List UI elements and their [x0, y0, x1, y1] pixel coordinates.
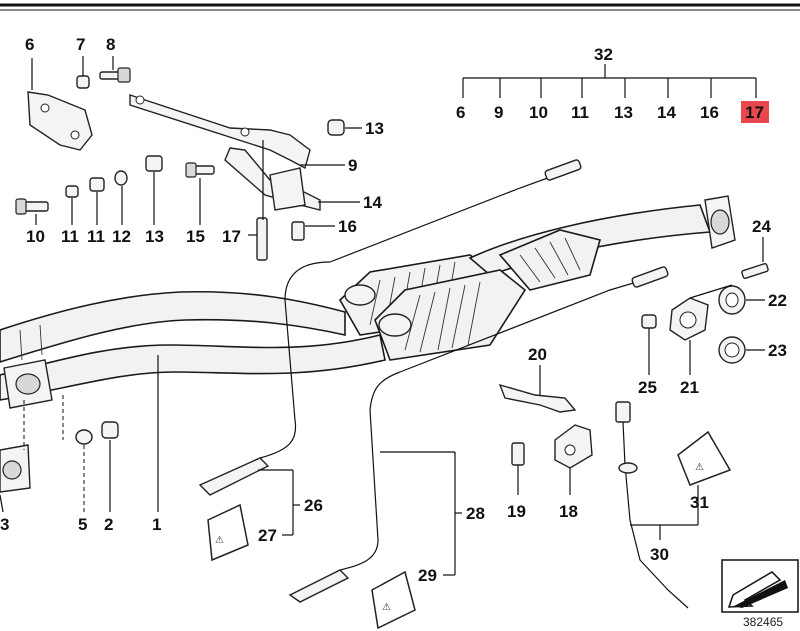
bolt-19[interactable] — [511, 442, 525, 466]
callout-30: 30 — [650, 545, 669, 564]
callout-11b: 11 — [87, 227, 105, 246]
callout-2: 2 — [104, 515, 113, 534]
oxygen-sensor-26[interactable] — [198, 159, 582, 496]
callout-15: 15 — [186, 227, 205, 246]
kit-item-16: 16 — [700, 103, 719, 122]
rear-flange[interactable] — [704, 195, 736, 249]
warning-label-31: ⚠ — [677, 430, 732, 486]
callout-19: 19 — [507, 502, 526, 521]
nut-11b[interactable] — [89, 177, 105, 192]
callout-11a: 11 — [61, 227, 79, 246]
callout-20: 20 — [528, 345, 547, 364]
callout-31: 31 — [690, 493, 709, 512]
kit-item-17: 17 — [745, 103, 764, 122]
nut-2[interactable] — [101, 421, 119, 439]
svg-text:⚠: ⚠ — [695, 462, 704, 473]
callout-22: 22 — [768, 291, 787, 310]
callout-13-left: 13 — [145, 227, 164, 246]
bolt-15[interactable] — [185, 162, 215, 178]
kit-item-6: 6 — [456, 103, 465, 122]
holder-20[interactable] — [498, 383, 577, 413]
bolt-17[interactable] — [256, 217, 268, 261]
bolt-8[interactable] — [99, 67, 131, 83]
callout-24: 24 — [752, 217, 771, 236]
callout-26: 26 — [304, 496, 323, 515]
callout-29: 29 — [418, 566, 437, 585]
callout-6: 6 — [25, 35, 34, 54]
callout-32: 32 — [594, 45, 613, 64]
callout-23: 23 — [768, 341, 787, 360]
callout-21: 21 — [680, 378, 699, 397]
gasket-21[interactable] — [669, 297, 709, 341]
bolt-16[interactable] — [291, 221, 305, 241]
catalog-number: 382465 — [743, 615, 783, 629]
nut-13-left[interactable] — [145, 155, 163, 172]
kit-item-9: 9 — [494, 103, 503, 122]
callout-17: 17 — [222, 227, 241, 246]
bolt-24[interactable] — [741, 262, 769, 280]
catalytic-converter-lower[interactable] — [374, 229, 601, 361]
callout-13-top: 13 — [365, 119, 384, 138]
svg-text:⚠: ⚠ — [382, 602, 391, 613]
mounting-plate[interactable] — [27, 91, 93, 151]
callout-16: 16 — [338, 217, 357, 236]
callout-1: 1 — [152, 515, 161, 534]
callout-3: 3 — [0, 515, 9, 534]
support-bracket[interactable] — [129, 94, 321, 211]
callout-28: 28 — [466, 504, 485, 523]
leader-lines — [0, 56, 765, 576]
svg-text:⚠: ⚠ — [215, 535, 224, 546]
temperature-sensor-30[interactable] — [615, 401, 689, 609]
rubber-mount-18[interactable] — [554, 424, 593, 469]
front-pipe-assembly[interactable] — [0, 290, 386, 493]
warning-label-29: ⚠ — [371, 570, 416, 630]
kit-item-13: 13 — [614, 103, 633, 122]
kit-item-10: 10 — [529, 103, 548, 122]
callout-8: 8 — [106, 35, 115, 54]
washer-12[interactable] — [114, 170, 128, 186]
kit-item-14: 14 — [657, 103, 676, 122]
nut-13-top[interactable] — [327, 119, 345, 136]
callout-9: 9 — [348, 156, 357, 175]
kit-item-17-highlight — [741, 101, 769, 123]
oxygen-sensor-28[interactable] — [288, 266, 669, 603]
callout-18: 18 — [559, 502, 578, 521]
bolt-10[interactable] — [15, 198, 49, 215]
callout-25: 25 — [638, 378, 657, 397]
nut-25[interactable] — [641, 314, 657, 329]
nut-11a[interactable] — [65, 185, 79, 198]
callout-27: 27 — [258, 526, 277, 545]
callout-7: 7 — [76, 35, 85, 54]
callout-5: 5 — [78, 515, 87, 534]
callout-14: 14 — [363, 193, 382, 212]
next-page-arrow-button[interactable] — [721, 559, 799, 613]
ring-23[interactable] — [718, 336, 746, 364]
callout-10: 10 — [26, 227, 45, 246]
nut-7[interactable] — [76, 75, 90, 89]
washer-5[interactable] — [75, 429, 93, 445]
ring-22[interactable] — [718, 285, 746, 315]
callout-12: 12 — [112, 227, 131, 246]
kit-item-11: 11 — [571, 103, 589, 122]
warning-label-27: ⚠ — [207, 503, 249, 562]
